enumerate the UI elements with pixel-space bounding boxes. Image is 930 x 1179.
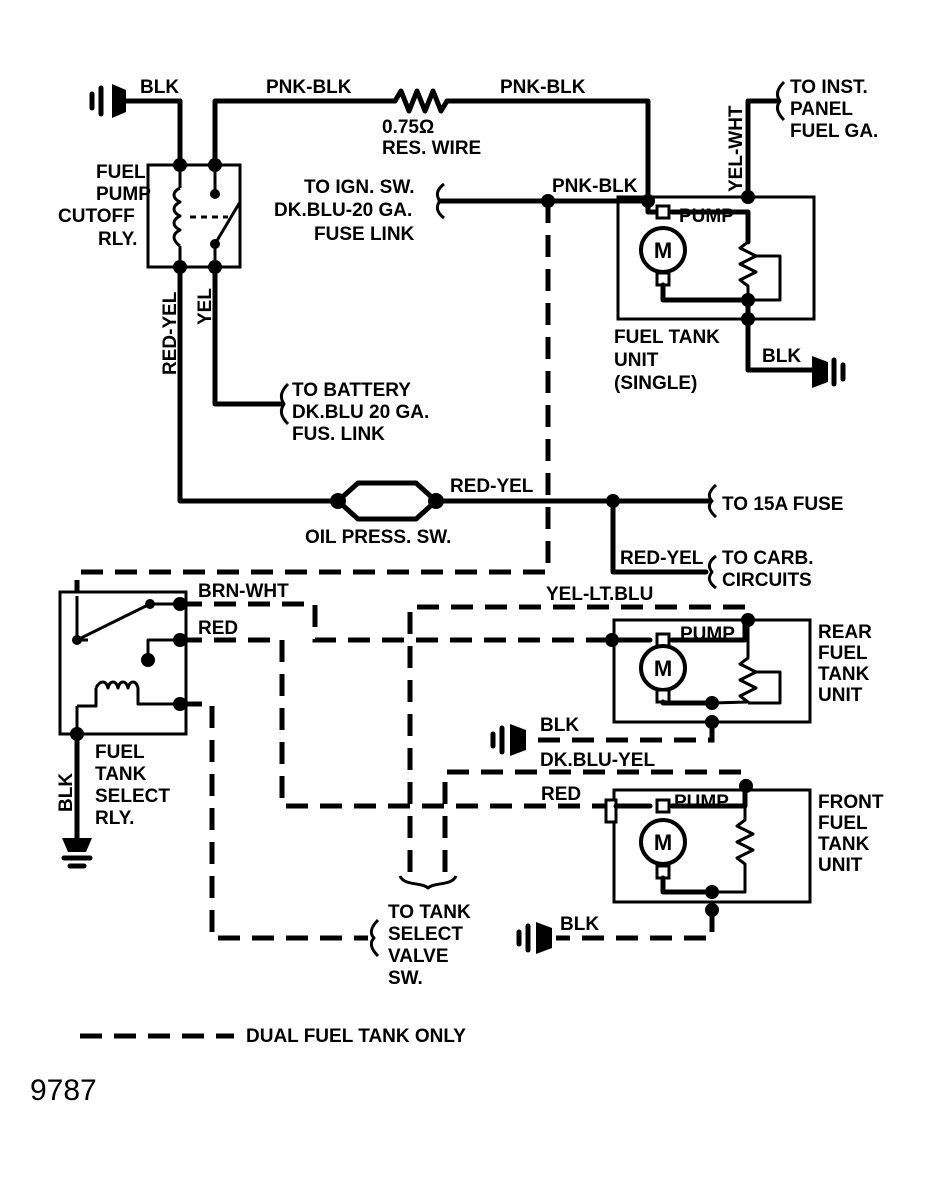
wire-label-pnk-blk-3: PNK-BLK	[552, 176, 638, 197]
rear-unit-label-1: REAR	[818, 622, 872, 643]
dashed-wire-to-tank-select-valve	[180, 701, 368, 941]
figure-number: 9787	[30, 1074, 97, 1107]
front-unit-label-1: FRONT	[818, 792, 884, 813]
to-ign-label-3: FUSE LINK	[314, 224, 415, 245]
wire-yel-to-battery	[212, 264, 285, 407]
cutoff-relay-label-1: FUEL	[96, 162, 146, 183]
wire-label-pnk-blk-2: PNK-BLK	[500, 77, 586, 98]
select-relay-label-1: FUEL	[95, 742, 145, 763]
wire-red-yel-vertical	[177, 264, 341, 504]
fuse-connector-bracket	[707, 483, 718, 519]
wire-label-red-yel-oil: RED-YEL	[450, 476, 534, 497]
fuel-tank-unit-single: M	[616, 190, 816, 326]
motor-label-single: M	[654, 238, 672, 263]
rear-unit-label-3: TANK	[818, 664, 870, 685]
to-tank-select-label-1: TO TANK	[388, 902, 471, 923]
single-unit-label-3: (SINGLE)	[614, 373, 697, 394]
to-tank-select-label-4: SW.	[388, 968, 423, 989]
wire-label-red-yel-carb: RED-YEL	[620, 548, 704, 569]
wire-label-pnk-blk-1: PNK-BLK	[266, 77, 352, 98]
oil-press-sw-label: OIL PRESS. SW.	[305, 527, 451, 548]
select-relay-label-3: SELECT	[95, 786, 170, 807]
wire-yel-wht	[745, 98, 781, 200]
rear-unit-label-2: FUEL	[818, 643, 868, 664]
front-unit-label-2: FUEL	[818, 813, 868, 834]
battery-connector-bracket	[279, 382, 290, 426]
dashed-wire-blk-rear	[530, 722, 715, 743]
to-battery-label-1: TO BATTERY	[292, 380, 411, 401]
pump-label-single: PUMP	[679, 206, 734, 227]
wire-label-brn-wht: BRN-WHT	[198, 581, 289, 602]
to-ign-label-2: DK.BLU-20 GA.	[274, 200, 412, 221]
rear-unit-label-4: UNIT	[818, 685, 863, 706]
to-inst-label-3: FUEL GA.	[790, 121, 878, 142]
wire-red-yel-carb	[610, 498, 709, 575]
rear-unit-ground-symbol	[490, 724, 526, 756]
legend-label: DUAL FUEL TANK ONLY	[246, 1026, 466, 1047]
dashed-wire-ign-to-select-relay	[74, 201, 551, 592]
wire-label-blk-front: BLK	[560, 914, 599, 935]
to-tank-select-label-3: VALVE	[388, 946, 449, 967]
front-unit-label-3: TANK	[818, 834, 870, 855]
front-unit-ground-symbol	[516, 922, 552, 954]
wire-pnk-blk-top-left	[212, 98, 398, 168]
pump-label-rear: PUMP	[680, 624, 735, 645]
tank-select-connector-bracket	[369, 918, 380, 958]
front-fuel-tank-unit: M	[604, 779, 812, 917]
wire-label-red-2: RED	[541, 784, 581, 805]
wire-label-dk-blu-yel: DK.BLU-YEL	[540, 750, 655, 771]
to-inst-label-1: TO INST.	[790, 77, 868, 98]
select-relay-ground-symbol	[61, 838, 93, 869]
to-carb-label-2: CIRCUITS	[722, 570, 812, 591]
wire-label-blk-left: BLK	[56, 773, 77, 812]
tank-select-brace	[398, 875, 458, 890]
resistance-wire-zigzag	[392, 88, 450, 114]
wire-label-blk-single: BLK	[762, 346, 801, 367]
wire-blk-single-ground	[745, 297, 815, 373]
dashed-wire-red	[180, 637, 612, 809]
oil-pressure-switch	[330, 480, 444, 522]
wire-label-yel-wht: YEL-WHT	[726, 105, 747, 192]
wire-label-red-1: RED	[198, 618, 238, 639]
wire-label-yel-lt-blu: YEL-LT.BLU	[546, 584, 653, 605]
select-relay-label-4: RLY.	[95, 808, 134, 829]
cutoff-relay-label-3: CUTOFF	[58, 206, 135, 227]
top-ground-symbol	[89, 84, 183, 118]
to-battery-label-2: DK.BLU 20 GA.	[292, 402, 429, 423]
to-tank-select-label-2: SELECT	[388, 924, 463, 945]
fuel-pump-cutoff-relay	[146, 158, 242, 274]
motor-label-rear: M	[654, 656, 672, 681]
rear-fuel-tank-unit: M	[605, 613, 812, 729]
wire-label-blk-rear: BLK	[540, 715, 579, 736]
dashed-wire-brn-wht	[180, 601, 612, 643]
dashed-wire-dk-blu-yel	[442, 769, 749, 872]
to-inst-label-2: PANEL	[790, 99, 853, 120]
fuel-tank-select-relay	[58, 590, 188, 741]
cutoff-relay-label-4: RLY.	[98, 229, 137, 250]
wire-label-yel-vert: YEL	[195, 288, 216, 325]
motor-label-front: M	[654, 830, 672, 855]
cutoff-relay-label-2: PUMP	[96, 184, 151, 205]
wire-label-blk-top: BLK	[140, 77, 179, 98]
inst-panel-connector-bracket	[775, 80, 786, 122]
dashed-wire-blk-front	[556, 910, 715, 941]
to-15a-fuse-label: TO 15A FUSE	[722, 494, 843, 515]
single-unit-label-2: UNIT	[614, 350, 659, 371]
single-unit-ground-symbol	[812, 356, 846, 388]
pump-label-front: PUMP	[674, 792, 729, 813]
wire-label-red-yel-vert: RED-YEL	[160, 291, 181, 375]
to-ign-label-1: TO IGN. SW.	[304, 177, 415, 198]
res-wire-label-line1: 0.75Ω	[382, 117, 434, 138]
carb-connector-bracket	[707, 554, 717, 590]
single-unit-label-1: FUEL TANK	[614, 327, 720, 348]
res-wire-label-line2: RES. WIRE	[382, 138, 481, 159]
wire-pnk-blk-top-right	[444, 98, 651, 200]
to-battery-label-3: FUS. LINK	[292, 424, 385, 445]
select-relay-label-2: TANK	[95, 764, 147, 785]
to-carb-label-1: TO CARB.	[722, 548, 813, 569]
front-unit-label-4: UNIT	[818, 855, 863, 876]
